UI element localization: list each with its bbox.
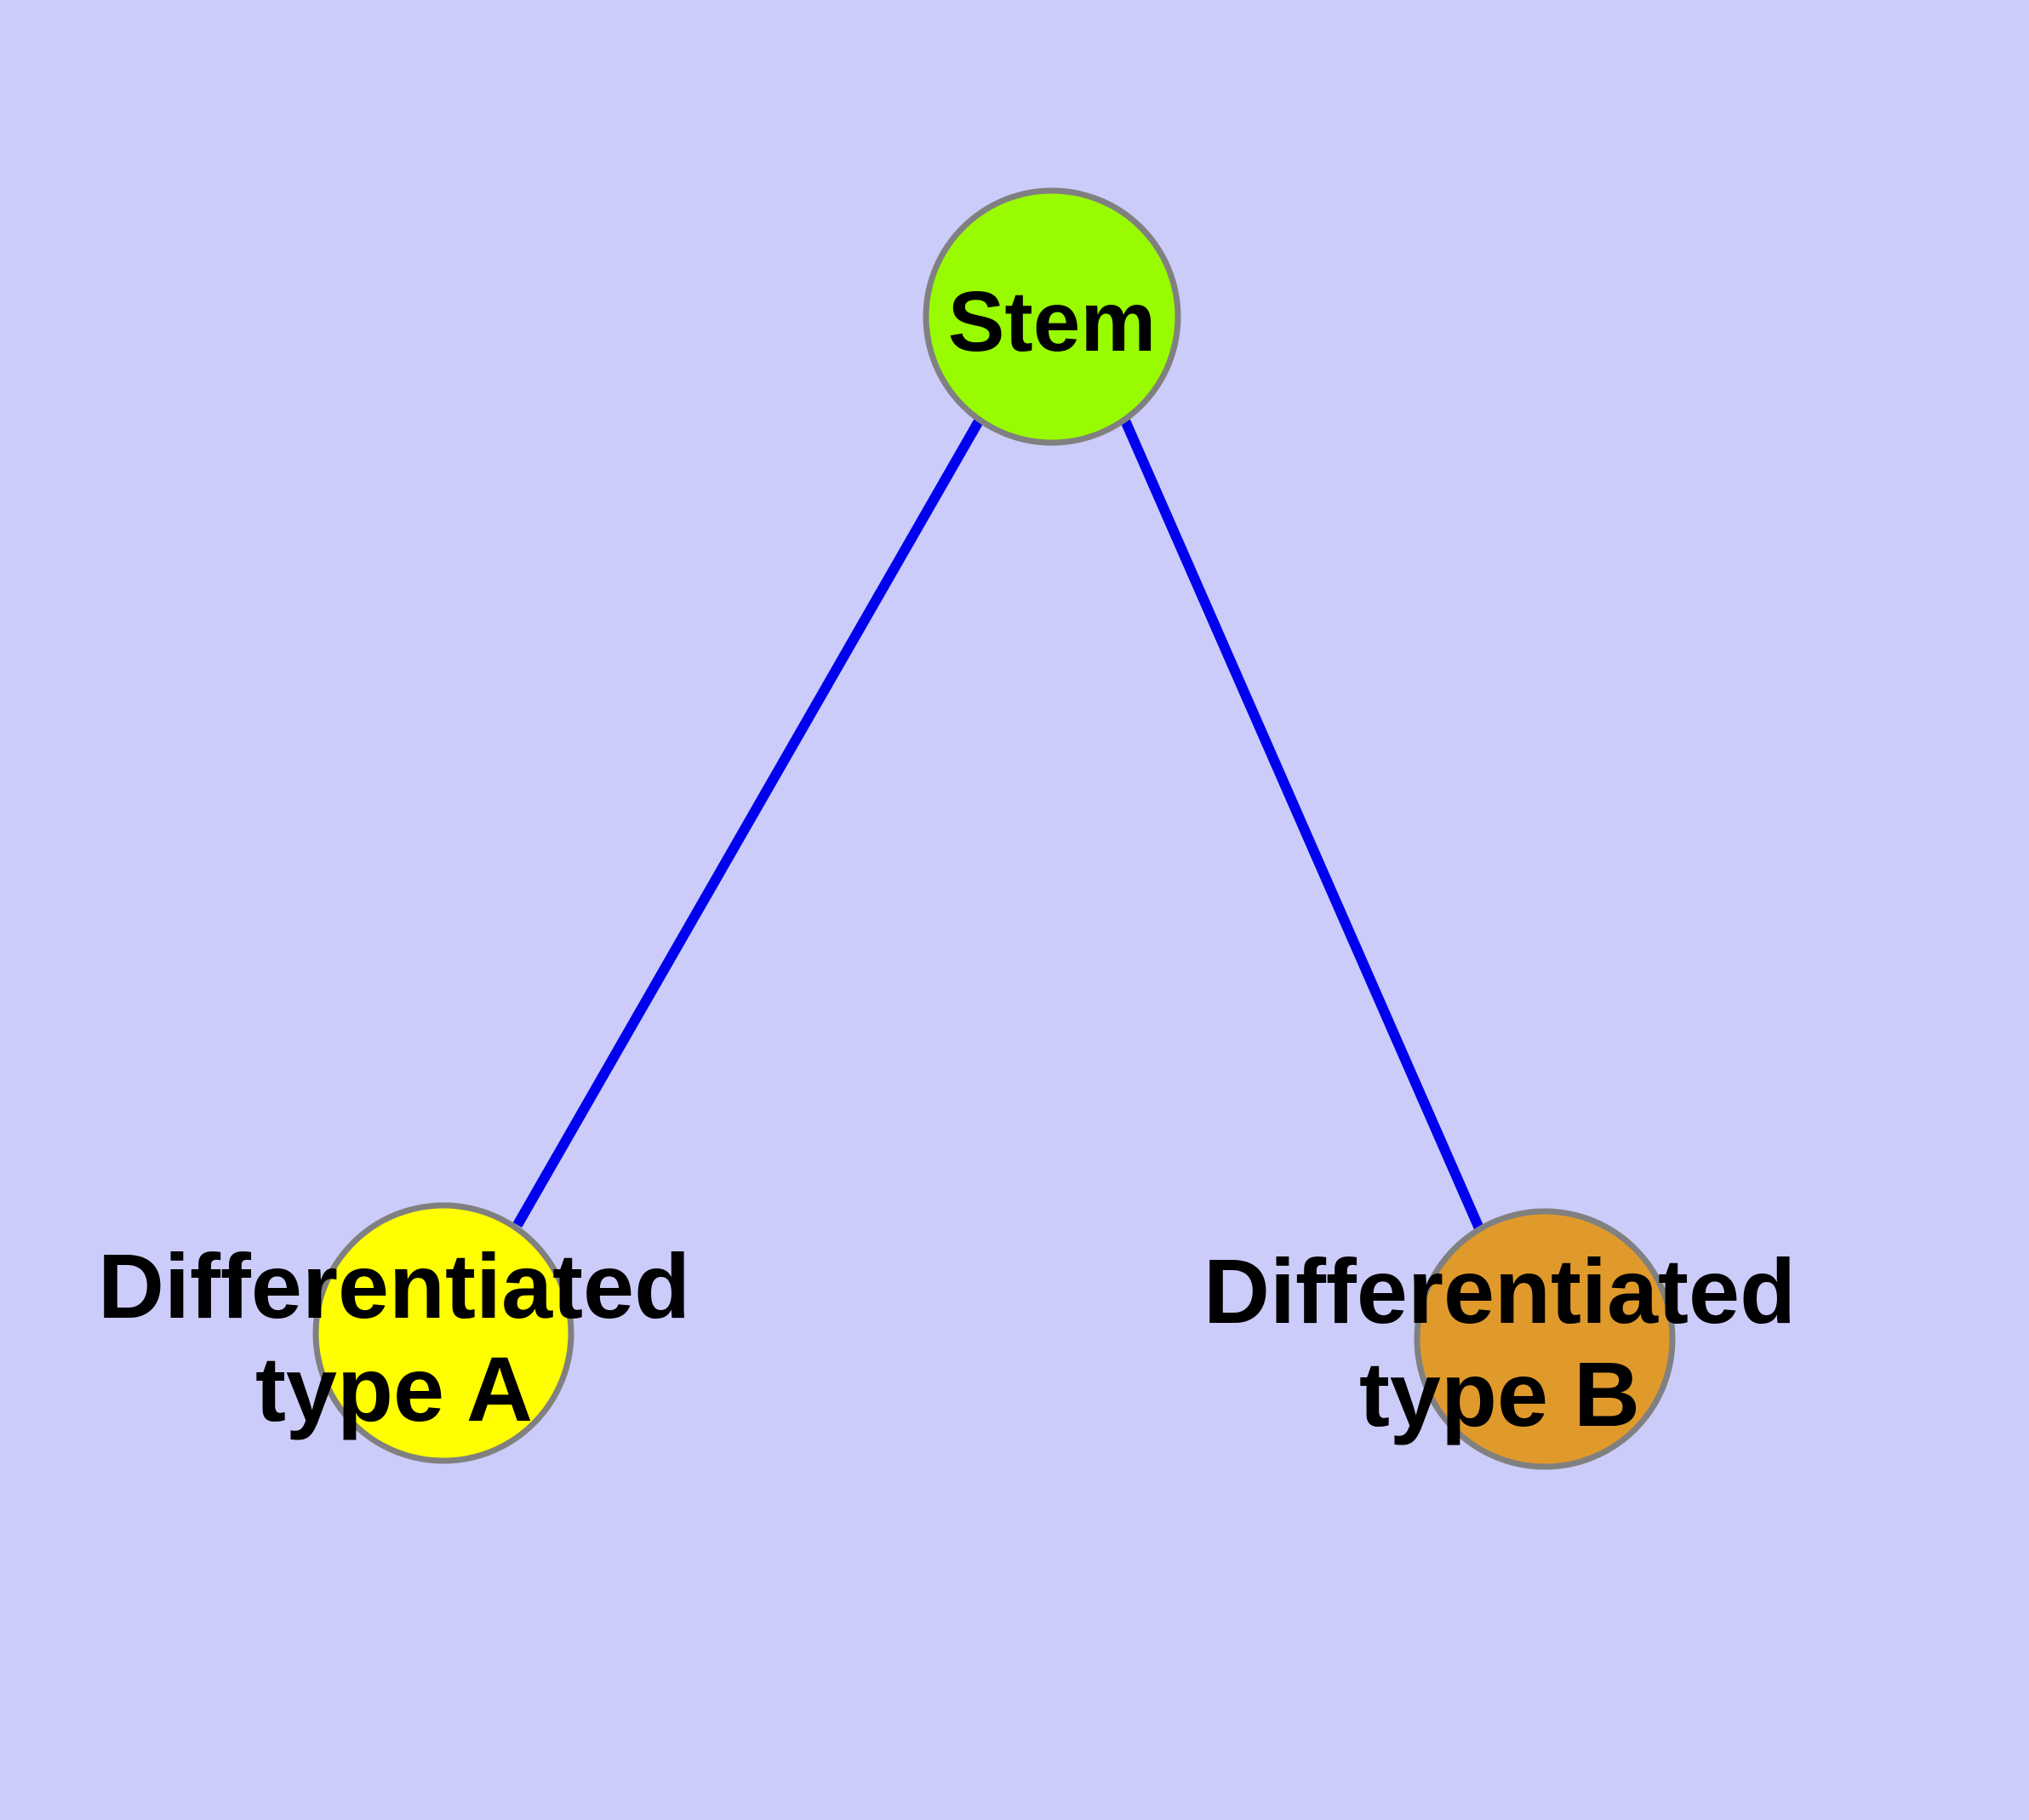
edge-stem-to-differentiated-type-a[interactable] bbox=[512, 417, 985, 1228]
node-differentiated-type-a[interactable] bbox=[312, 1202, 574, 1464]
node-differentiated-type-b[interactable] bbox=[1414, 1208, 1676, 1470]
node-stem[interactable] bbox=[923, 187, 1181, 446]
edge-stem-to-differentiated-type-b[interactable] bbox=[1120, 418, 1484, 1231]
